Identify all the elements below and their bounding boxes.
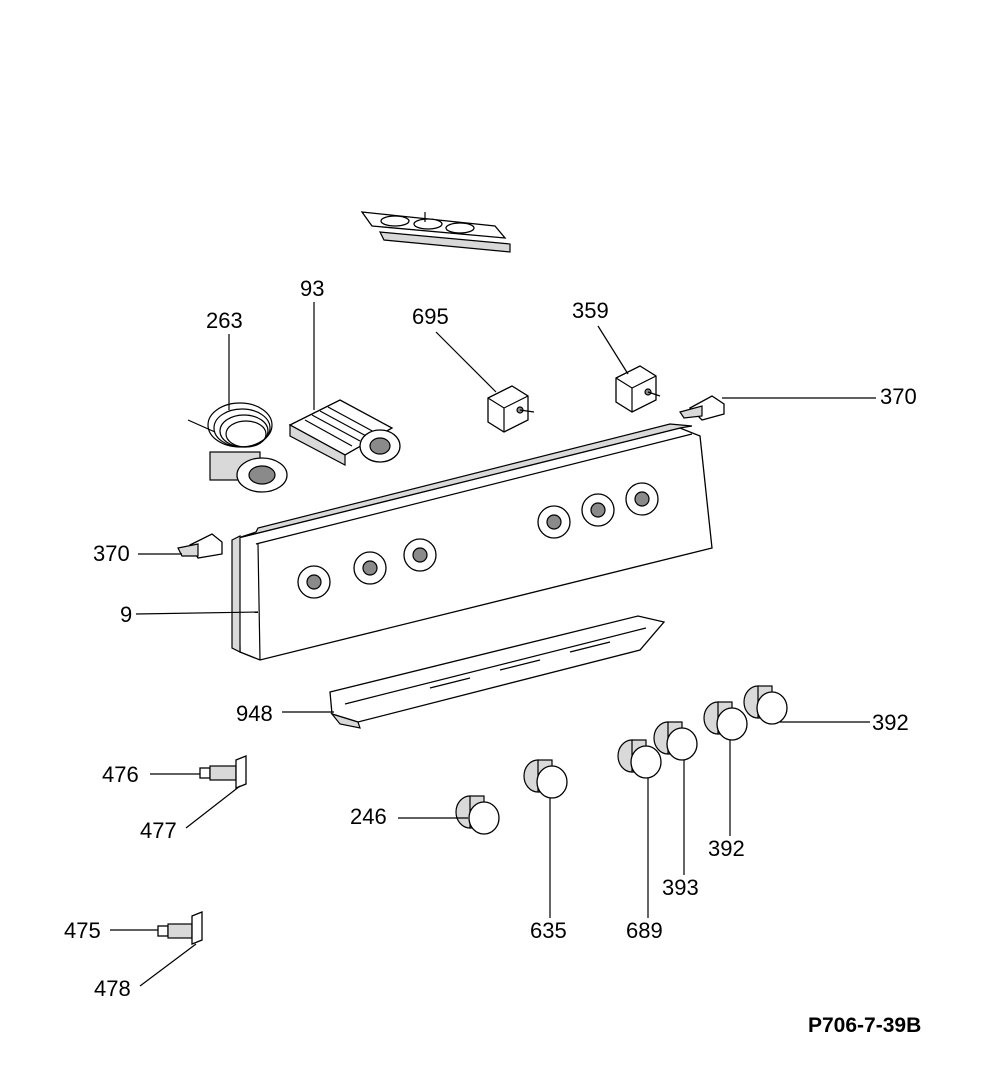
leader-line [597,325,629,375]
leader-line [435,331,497,393]
control-panel-part-9 [231,423,713,661]
knob-part-635 [523,759,568,799]
regulator-part-695 [487,385,535,433]
label-359: 359 [572,298,609,323]
clip-part-370-left [177,533,223,559]
label-695: 695 [412,304,449,329]
leader-line [135,611,259,615]
label-392-bottom: 392 [708,836,745,861]
thermostat-part-263 [187,402,288,493]
label-370-left: 370 [93,541,130,566]
selector-switch-part-93 [288,399,401,466]
label-948: 948 [236,701,273,726]
label-393: 393 [662,875,699,900]
label-635: 635 [530,918,567,943]
knob-part-689 [617,739,662,779]
label-392-top: 392 [872,710,909,735]
leader-line [139,943,197,987]
label-476: 476 [102,762,139,787]
trim-strip-part-948 [329,615,666,729]
knob-part-392-lower [703,701,748,741]
panel-knob-hole [403,538,437,572]
label-478: 478 [94,976,131,1001]
reference-code: P706-7-39B [808,1014,922,1037]
label-263: 263 [206,308,243,333]
panel-knob-hole [297,565,331,599]
panel-knob-hole [353,551,387,585]
label-370-right: 370 [880,384,917,409]
clip-part-370-right [679,395,725,421]
knob-part-246 [455,795,500,835]
top-bracket-part [360,211,511,253]
leader-lines [110,302,876,987]
regulator-part-359 [615,365,661,413]
label-475: 475 [64,918,101,943]
label-246: 246 [350,804,387,829]
lamp-part-476-477 [199,755,247,789]
panel-knob-hole [537,505,571,539]
label-9: 9 [120,602,133,627]
knob-part-392-upper [743,685,788,725]
label-93: 93 [300,276,325,301]
label-477: 477 [140,818,177,843]
panel-knob-hole [581,493,615,527]
knob-part-393 [653,721,698,761]
label-689: 689 [626,918,663,943]
leader-line [185,785,241,829]
lamp-part-475-478 [157,911,203,945]
panel-knob-hole [625,482,659,516]
